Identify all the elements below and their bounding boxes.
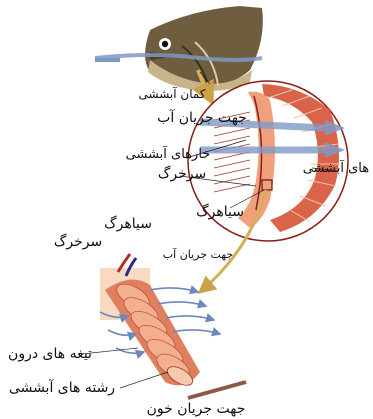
label-gill-filaments-bottom: رشته های آبششی — [9, 379, 115, 396]
label-gill-rakers: خارهای آبششی — [126, 145, 211, 162]
label-artery-bottom: سرخرگ — [54, 232, 102, 250]
label-vein-top: سیاهرگ — [196, 202, 244, 220]
blood-flow-arrow — [188, 382, 246, 398]
fish-head — [145, 6, 263, 91]
label-gill-arch: کمان آبششی — [138, 86, 205, 101]
label-vein-bottom: سیاهرگ — [104, 214, 152, 232]
label-water-flow-direction-small: جهت جریان آب — [163, 247, 233, 261]
label-inner-plates: تیغه های درون — [8, 346, 92, 362]
label-gill-filaments-top: رشته های آبششی — [303, 159, 373, 176]
label-blood-flow-direction: جهت جریان خون — [147, 401, 246, 417]
label-water-flow-direction: جهت جریان آب — [157, 109, 247, 126]
label-artery-top: سرخرگ — [158, 164, 206, 182]
